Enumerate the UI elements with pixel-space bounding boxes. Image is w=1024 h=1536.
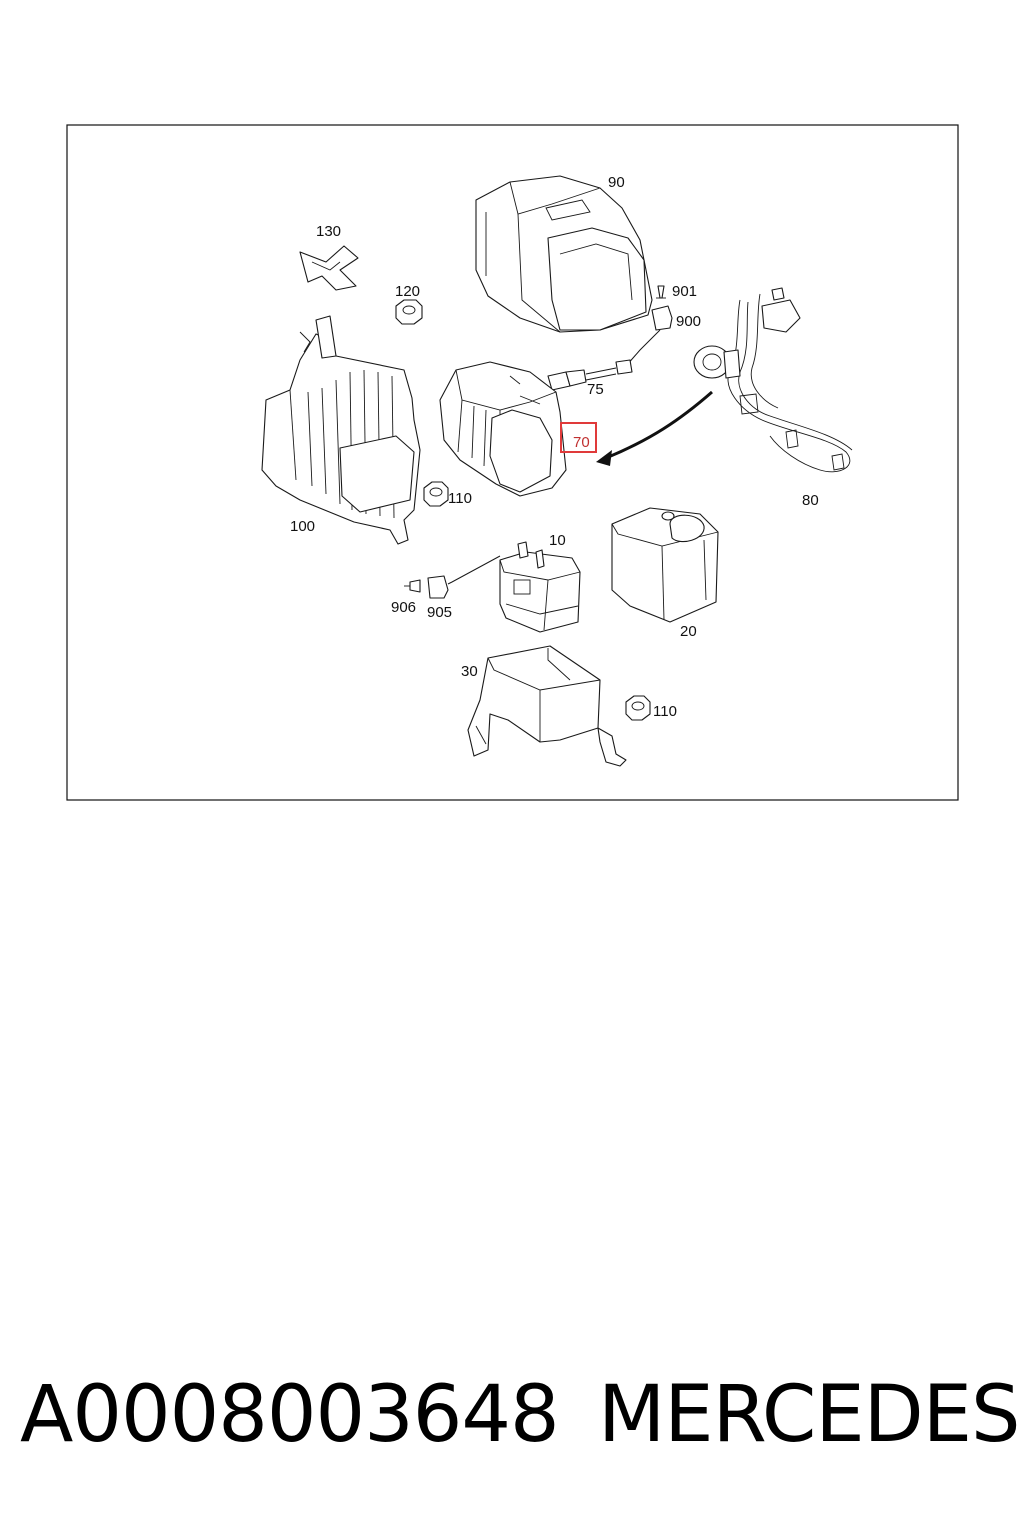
callout-110-upper: 110 bbox=[448, 490, 472, 507]
diagram-frame bbox=[66, 124, 959, 801]
part-80-wiring-harness bbox=[693, 287, 853, 473]
callout-80: 80 bbox=[802, 492, 819, 509]
callout-110-lower: 110 bbox=[653, 703, 677, 720]
part-90-housing bbox=[475, 175, 653, 333]
brand-name: MERCEDES bbox=[598, 1370, 1020, 1460]
callout-70-highlight-box bbox=[560, 422, 597, 453]
callout-130: 130 bbox=[316, 223, 341, 240]
part-10-control-box bbox=[447, 541, 581, 633]
part-number: A0008003648 bbox=[20, 1370, 560, 1460]
part-110-nut-lower bbox=[625, 695, 651, 721]
part-20-reservoir bbox=[611, 507, 719, 623]
callout-901: 901 bbox=[672, 283, 697, 300]
callout-90: 90 bbox=[608, 174, 625, 191]
part-70-unit bbox=[439, 361, 567, 497]
callout-20: 20 bbox=[680, 623, 697, 640]
callout-100: 100 bbox=[290, 518, 315, 535]
callout-30: 30 bbox=[461, 663, 478, 680]
assembly-arrow bbox=[596, 390, 713, 466]
footer: A0008003648 MERCEDES bbox=[0, 1370, 1024, 1480]
part-130-clip bbox=[299, 245, 359, 291]
callout-900: 900 bbox=[676, 313, 701, 330]
part-110-nut-upper bbox=[423, 481, 449, 507]
callout-70: 70 bbox=[573, 434, 590, 451]
callout-75: 75 bbox=[587, 381, 604, 398]
callout-10: 10 bbox=[549, 532, 566, 549]
part-30-tray bbox=[467, 645, 627, 767]
part-120-nut bbox=[395, 299, 423, 325]
part-905-906-connector bbox=[404, 575, 449, 599]
part-75-harness bbox=[547, 359, 633, 391]
callout-906: 906 bbox=[391, 599, 416, 616]
part-100-bracket bbox=[261, 315, 421, 545]
callout-120: 120 bbox=[395, 283, 420, 300]
callout-905: 905 bbox=[427, 604, 452, 621]
